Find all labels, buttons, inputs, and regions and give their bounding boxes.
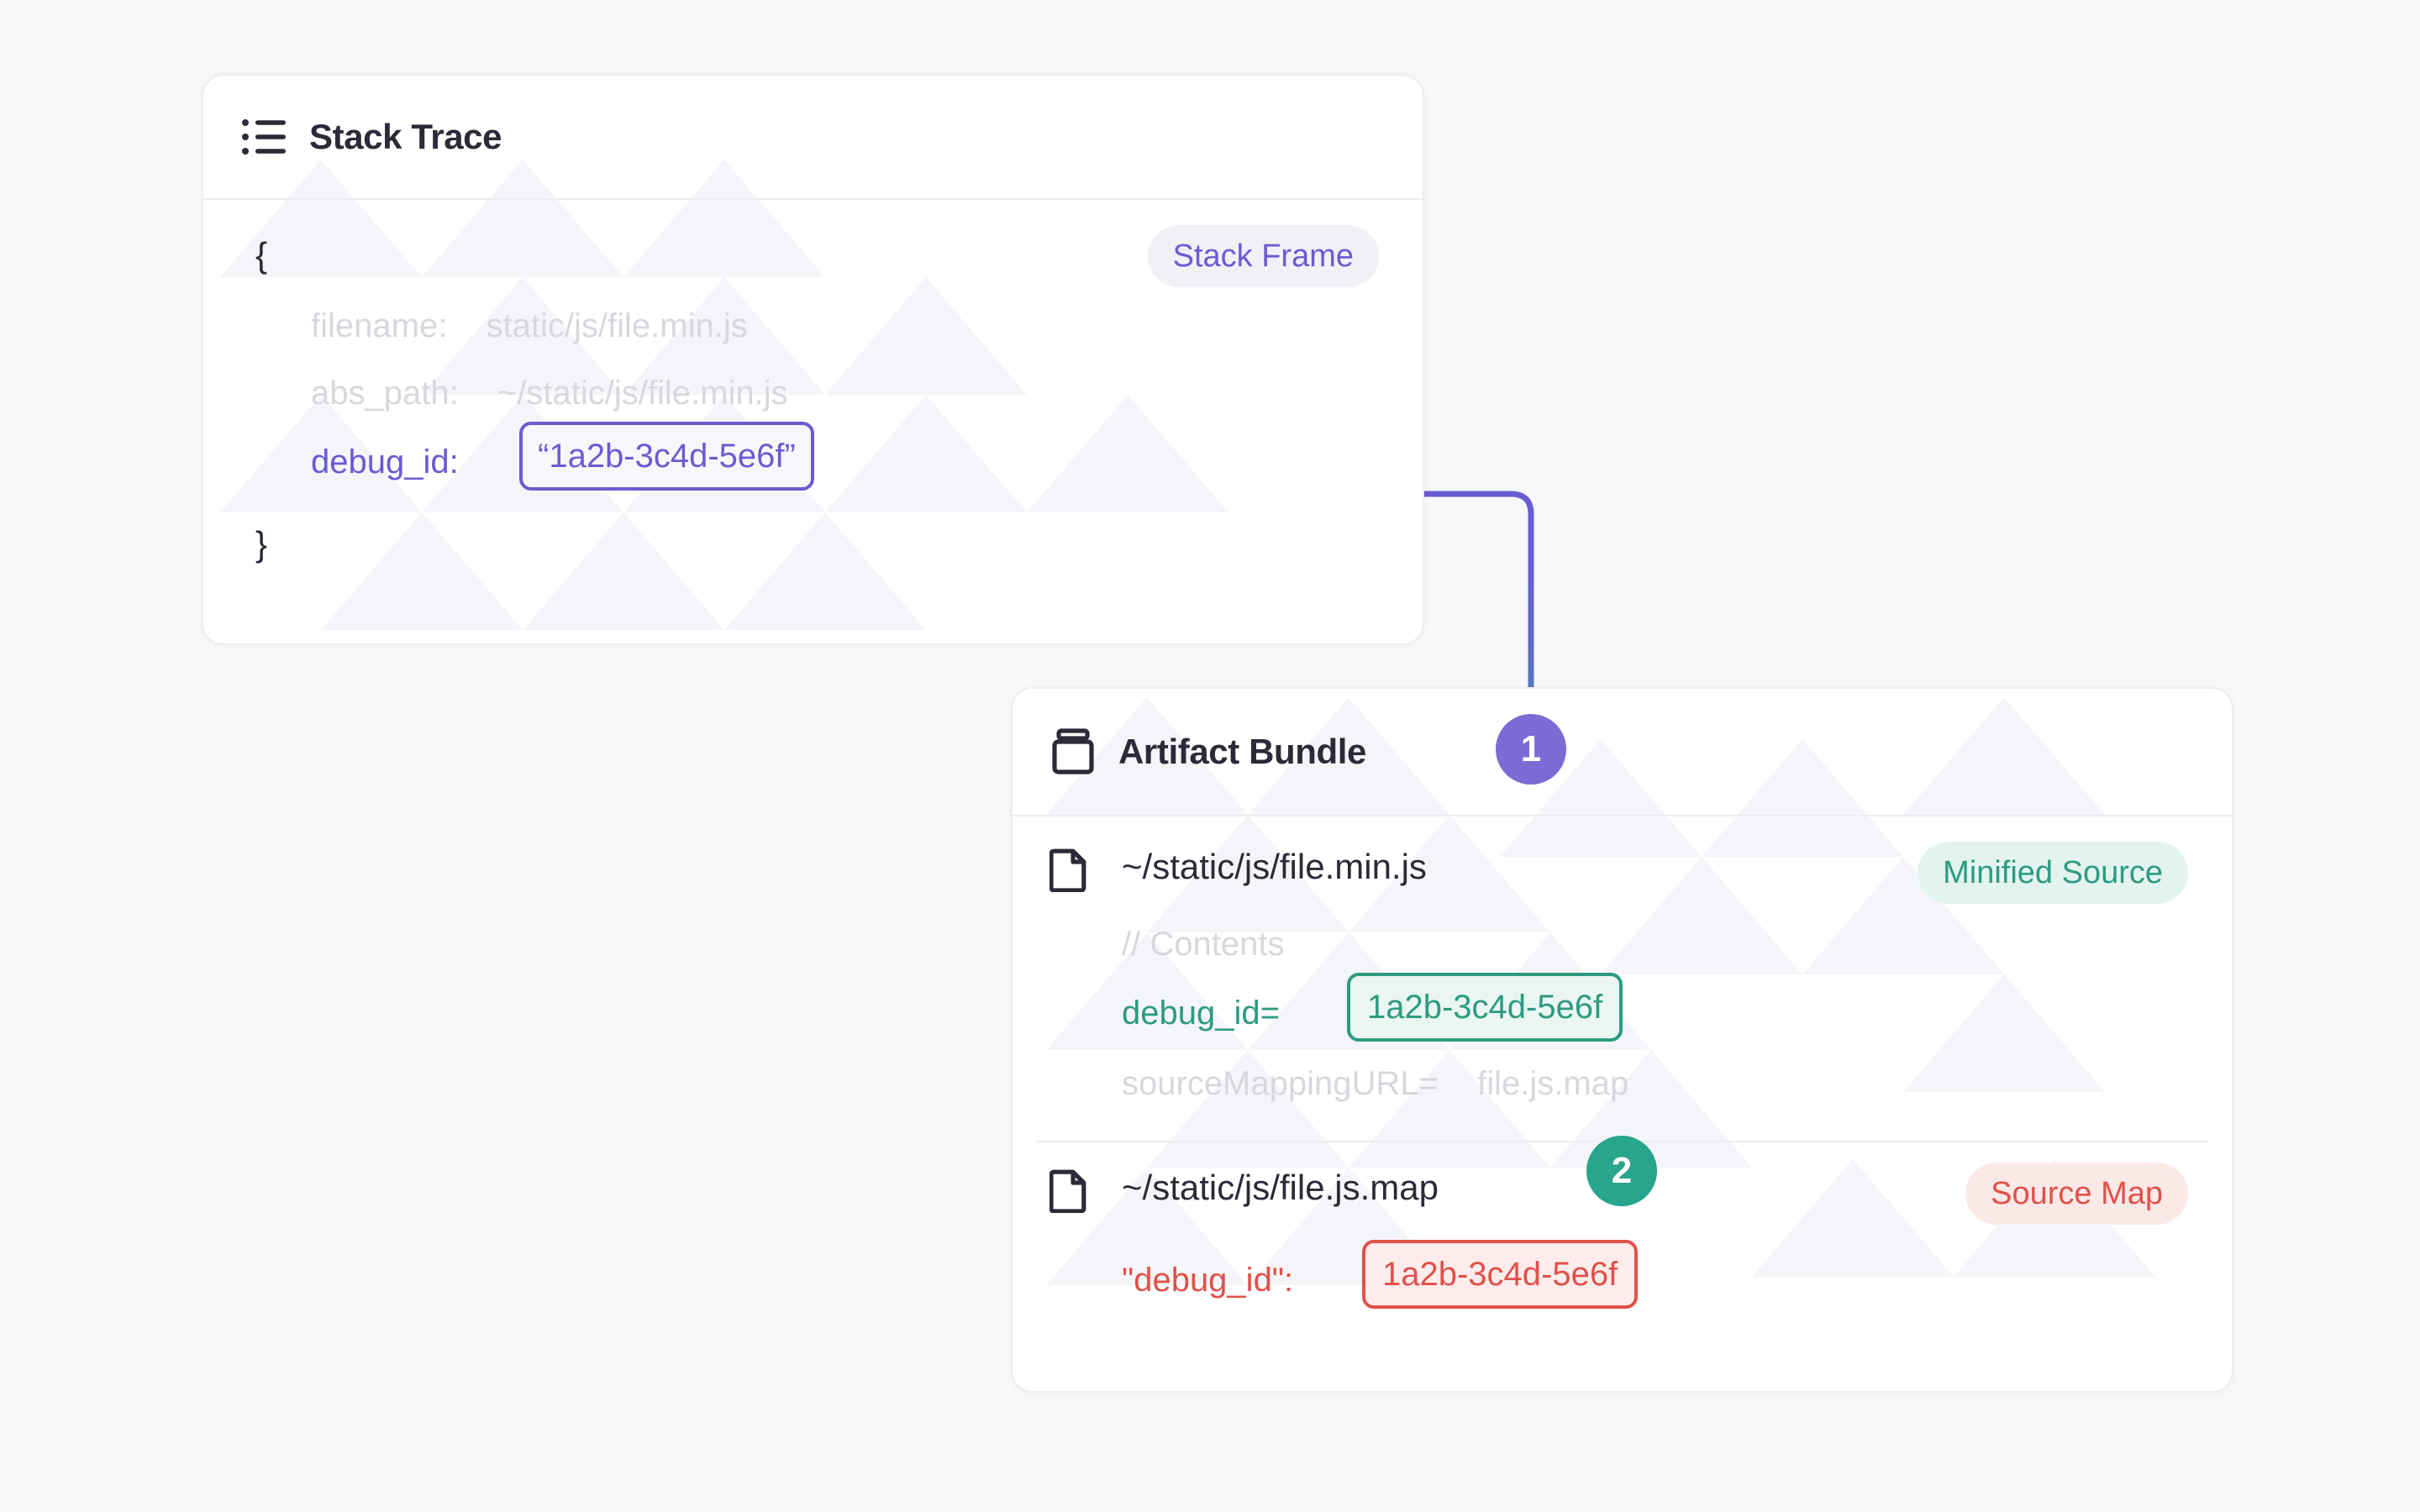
field-debug-id-key: debug_id:	[311, 444, 459, 480]
minified-source-mapping-url: sourceMappingURL= file.js.map	[1122, 1065, 1628, 1103]
file-name-sourcemap[interactable]: ~/static/js/file.js.map	[1122, 1168, 1439, 1207]
file-name-minified[interactable]: ~/static/js/file.min.js	[1122, 847, 1427, 886]
step-badge-2[interactable]: 2	[1586, 1136, 1657, 1206]
minified-contents-comment: // Contents	[1122, 926, 1285, 963]
field-abs-path-key: abs_path:	[311, 375, 459, 412]
stack-trace-debug-id-value[interactable]: “1a2b-3c4d-5e6f”	[519, 422, 814, 491]
sourcemap-debug-id-value[interactable]: 1a2b-3c4d-5e6f	[1362, 1240, 1639, 1309]
field-filename-key: filename:	[311, 307, 448, 344]
minified-debug-id-value[interactable]: 1a2b-3c4d-5e6f	[1347, 973, 1623, 1042]
sourcemap-debug-id-key: "debug_id":	[1122, 1262, 1294, 1299]
artifact-bundle-header: Artifact Bundle	[1013, 689, 2232, 816]
status-badge-minified-source: Minified Source	[1918, 842, 2188, 904]
source-mapping-url-value: file.js.map	[1477, 1065, 1629, 1102]
field-abs-path: abs_path: ~/static/js/file.min.js	[311, 375, 788, 412]
field-filename-value: static/js/file.min.js	[486, 307, 748, 344]
box-icon	[1051, 728, 1095, 775]
step-badge-1[interactable]: 1	[1496, 714, 1566, 785]
file-icon	[1050, 847, 1088, 892]
open-brace: {	[255, 235, 268, 275]
field-filename: filename: static/js/file.min.js	[311, 307, 748, 345]
field-abs-path-value: ~/static/js/file.min.js	[497, 375, 788, 412]
file-icon	[1050, 1168, 1088, 1213]
stack-trace-header: Stack Trace	[203, 76, 1423, 200]
minified-debug-id-key: debug_id=	[1122, 995, 1280, 1032]
status-badge-stack-frame: Stack Frame	[1147, 225, 1379, 287]
list-icon	[242, 118, 286, 156]
close-brace: }	[255, 524, 268, 564]
source-mapping-url-key: sourceMappingURL=	[1122, 1065, 1439, 1102]
artifact-bundle-title: Artifact Bundle	[1118, 732, 1367, 771]
stack-trace-card: Stack Trace { Stack Frame filename: stat…	[202, 74, 1424, 645]
stack-trace-title: Stack Trace	[309, 117, 502, 156]
artifact-bundle-card: Artifact Bundle ~/static/js/file.min.js …	[1011, 687, 2233, 1393]
status-badge-source-map: Source Map	[1965, 1163, 2188, 1225]
